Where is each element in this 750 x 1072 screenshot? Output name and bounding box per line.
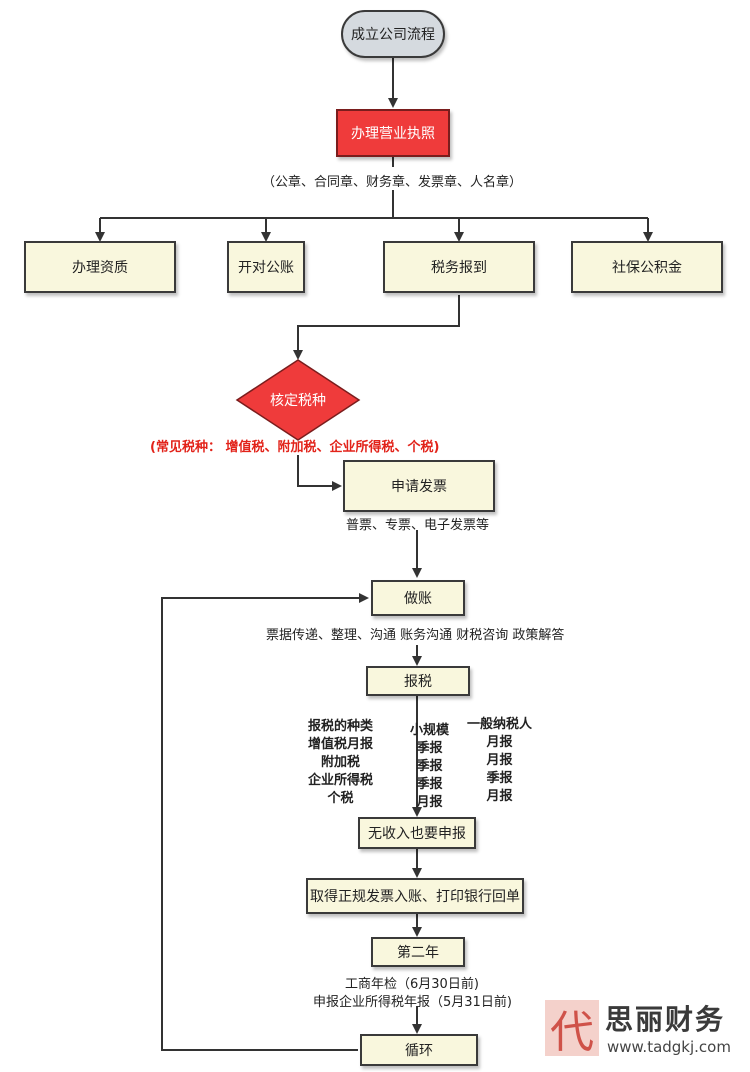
note-annual-tax: 申报企业所得税年报（5月31日前) xyxy=(313,995,512,1010)
node-tax-filing-label: 报税 xyxy=(404,674,432,690)
note-bookkeeping-tasks: 票据传递、整理、沟通 账务沟通 财税咨询 政策解答 xyxy=(266,628,565,643)
general-taxpayer-item: 月报 xyxy=(486,735,513,750)
small-scale-column: 小规模 季报 季报 季报 月报 xyxy=(410,722,449,812)
small-scale-item: 季报 xyxy=(416,777,443,792)
node-cycle-label: 循环 xyxy=(405,1043,433,1059)
arrow-tax-type-to-invoice xyxy=(297,455,342,491)
node-second-year-label: 第二年 xyxy=(397,945,439,961)
brand-mark: 代 xyxy=(545,1000,599,1058)
node-social-security: 社保公积金 xyxy=(571,241,723,293)
node-zero-filing: 无收入也要申报 xyxy=(358,817,476,849)
node-business-license-label: 办理营业执照 xyxy=(351,126,435,142)
node-second-year: 第二年 xyxy=(371,937,465,967)
node-social-security-label: 社保公积金 xyxy=(612,260,682,276)
small-scale-item: 季报 xyxy=(416,759,443,774)
node-bank-account-label: 开对公账 xyxy=(238,260,294,276)
small-scale-header: 小规模 xyxy=(410,723,450,738)
node-invoice-label: 申请发票 xyxy=(391,479,447,495)
node-regular-invoice-label: 取得正规发票入账、打印银行回单 xyxy=(310,889,520,905)
brand-url: www.tadgkj.com xyxy=(607,1038,731,1056)
node-business-license: 办理营业执照 xyxy=(336,109,450,157)
brand-name: 思丽财务 xyxy=(605,1003,726,1036)
tax-kinds-header: 报税的种类 xyxy=(308,719,374,734)
note-invoice-types: 普票、专票、电子发票等 xyxy=(346,518,490,533)
node-bookkeeping-label: 做账 xyxy=(404,591,432,607)
node-start-label: 成立公司流程 xyxy=(351,27,435,43)
node-qualification-label: 办理资质 xyxy=(72,260,128,276)
arrow-cycle-loop-back xyxy=(161,593,369,1051)
tax-kinds-column: 报税的种类 增值税月报 附加税 企业所得税 个税 xyxy=(308,718,373,808)
node-zero-filing-label: 无收入也要申报 xyxy=(368,826,466,842)
node-tax-filing: 报税 xyxy=(366,666,470,696)
general-taxpayer-item: 季报 xyxy=(486,771,513,786)
node-bookkeeping: 做账 xyxy=(371,580,465,616)
node-qualification: 办理资质 xyxy=(24,241,176,293)
node-tax-registration-label: 税务报到 xyxy=(431,260,487,276)
node-cycle: 循环 xyxy=(360,1034,478,1066)
node-tax-registration: 税务报到 xyxy=(383,241,535,293)
node-invoice: 申请发票 xyxy=(343,460,495,512)
general-taxpayer-header: 一般纳税人 xyxy=(467,717,533,732)
tax-kind-item: 个税 xyxy=(327,791,354,806)
node-start: 成立公司流程 xyxy=(341,10,445,58)
note-seals: （公章、合同章、财务章、发票章、人名章） xyxy=(262,175,523,190)
node-bank-account: 开对公账 xyxy=(227,241,305,293)
note-annual-inspection: 工商年检（6月30日前) xyxy=(345,977,479,992)
node-regular-invoice: 取得正规发票入账、打印银行回单 xyxy=(306,878,524,914)
tax-kind-item: 附加税 xyxy=(321,755,361,770)
small-scale-item: 季报 xyxy=(416,741,443,756)
general-taxpayer-column: 一般纳税人 月报 月报 季报 月报 xyxy=(467,716,532,806)
general-taxpayer-item: 月报 xyxy=(486,753,513,768)
note-common-taxes: (常见税种： 增值税、附加税、企业所得税、个税) xyxy=(150,440,440,455)
node-tax-type-label: 核定税种 xyxy=(270,393,326,409)
general-taxpayer-item: 月报 xyxy=(486,789,513,804)
small-scale-item: 月报 xyxy=(416,795,443,810)
arrow-tax-registration-to-tax-type xyxy=(293,295,460,360)
tax-kind-item: 企业所得税 xyxy=(308,773,374,788)
tax-type-diamond xyxy=(235,359,361,441)
brand-logo: 代 思丽财务 www.tadgkj.com xyxy=(543,998,748,1062)
tax-kind-item: 增值税月报 xyxy=(308,737,374,752)
